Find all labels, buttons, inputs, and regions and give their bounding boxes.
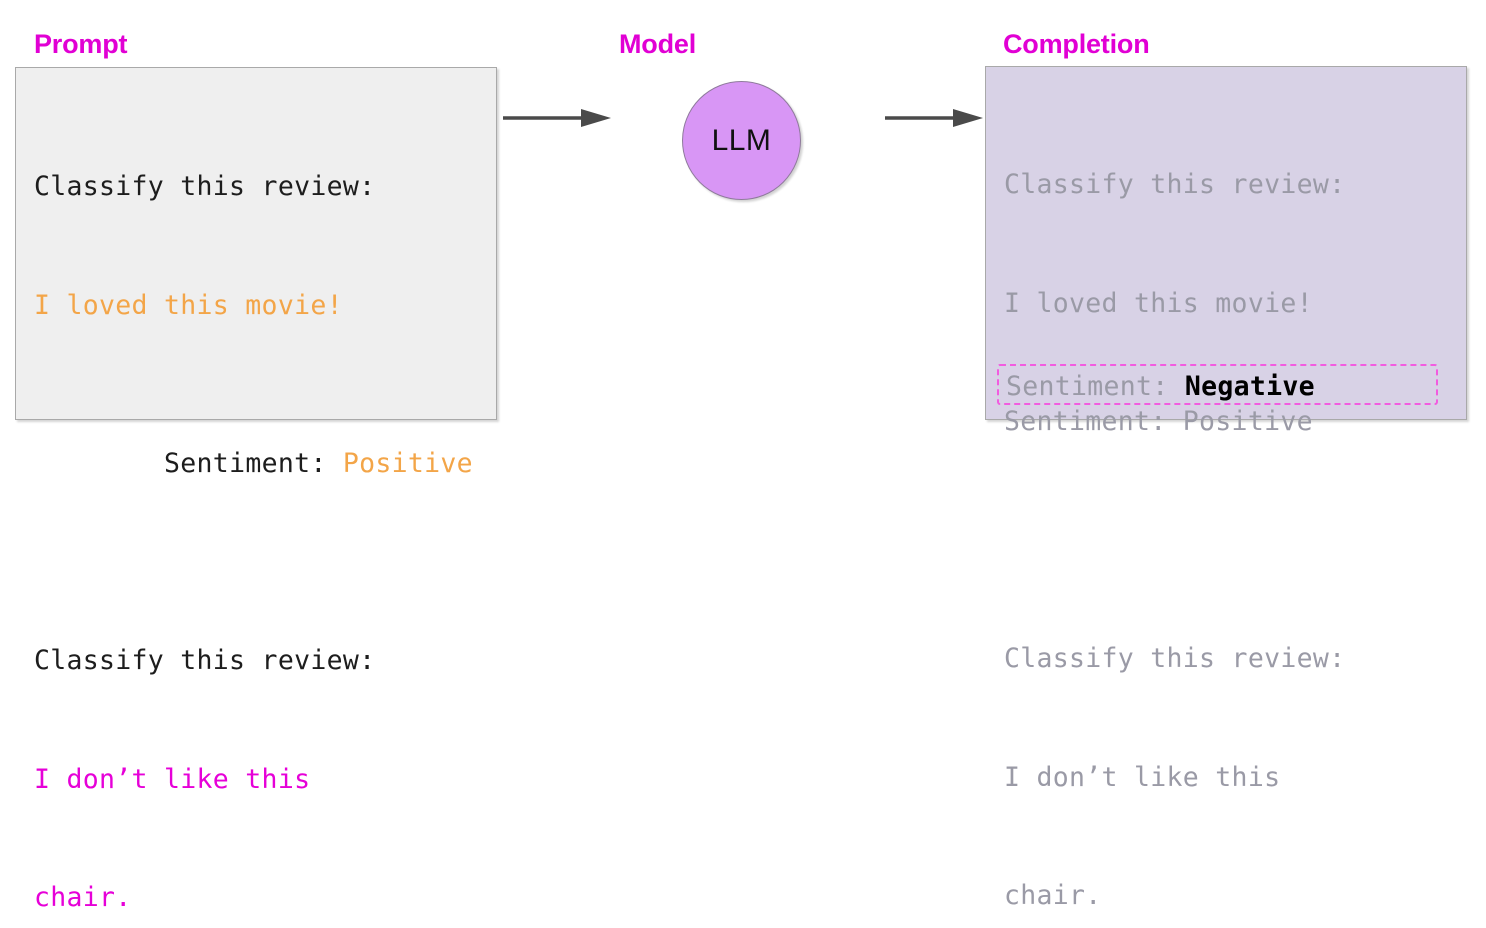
completion-line-5: Classify this review: <box>1004 643 1346 674</box>
completion-line-1: Classify this review: <box>1004 169 1346 200</box>
diagram-canvas: Prompt Classify this review: I loved thi… <box>15 29 1467 913</box>
llm-node[interactable]: LLM <box>682 81 801 200</box>
completion-line-6: I don’t like this <box>1004 761 1281 793</box>
model-section-label: Model <box>619 29 696 59</box>
prompt-line-7: chair. <box>34 882 132 913</box>
answer-highlight-box: Sentiment: Negative <box>997 364 1438 405</box>
completion-line-7: chair. <box>1004 880 1102 911</box>
answer-value: Negative <box>1184 371 1315 402</box>
prompt-line-5: Classify this review: <box>34 645 376 676</box>
completion-line-4-blank <box>1004 521 1458 561</box>
prompt-section-label: Prompt <box>34 29 128 59</box>
prompt-line-2: I loved this movie! <box>34 289 343 321</box>
arrow-prompt-to-model <box>503 105 619 136</box>
prompt-line-3-label: Sentiment: <box>164 447 343 479</box>
prompt-line-3-value: Positive <box>342 447 473 479</box>
completion-section-label: Completion <box>1003 29 1150 59</box>
prompt-panel: Classify this review: I loved this movie… <box>15 67 497 913</box>
prompt-line-3: Sentiment: Positive <box>34 404 488 479</box>
prompt-text-block: Classify this review: I loved this movie… <box>34 88 488 928</box>
prompt-line-4-blank <box>34 523 488 563</box>
prompt-line-6: I don’t like this <box>34 763 311 795</box>
completion-line-2: I loved this movie! <box>1004 287 1313 319</box>
completion-text-block: Classify this review: I loved this movie… <box>1004 86 1458 928</box>
completion-line-3: Sentiment: Positive <box>1004 406 1313 437</box>
answer-line-text: Sentiment: Negative <box>1006 367 1315 407</box>
arrow-model-to-completion <box>885 105 991 136</box>
prompt-line-1: Classify this review: <box>34 171 376 202</box>
answer-label: Sentiment: <box>1006 371 1185 402</box>
completion-panel: Classify this review: I loved this movie… <box>985 66 1467 911</box>
llm-node-label: LLM <box>711 123 772 157</box>
